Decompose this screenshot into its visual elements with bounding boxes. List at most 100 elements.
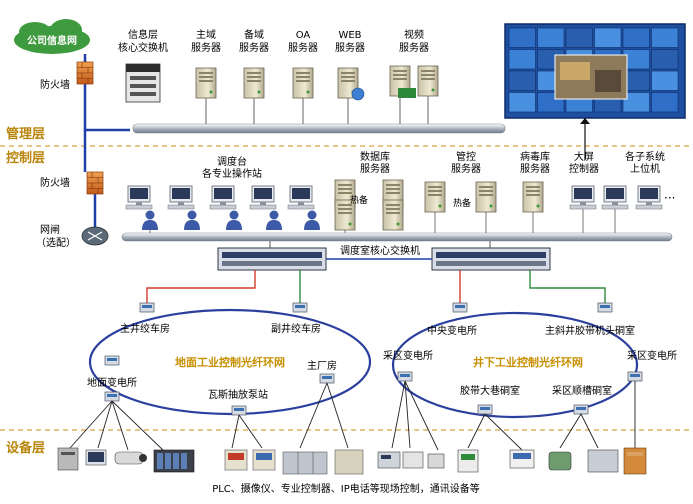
virus-server-label-2: 服务器	[520, 162, 550, 175]
server-oa-label-2: 服务器	[288, 41, 318, 54]
operator-icon	[304, 210, 320, 230]
meter-icon	[548, 451, 572, 471]
video-wall-tile	[651, 70, 679, 91]
ring-switch-icon	[231, 405, 247, 416]
firewall-icon	[76, 61, 94, 85]
controller-panel-icon	[252, 449, 276, 471]
server-domain	[195, 67, 217, 124]
core-switch-right	[431, 247, 551, 271]
server-oa-label-1: OA	[296, 30, 311, 41]
monitor-icon	[209, 185, 237, 210]
server-icon	[522, 181, 544, 213]
video-wall-tile	[594, 27, 622, 48]
screen-controller-label-2: 控制器	[569, 162, 599, 175]
uplink-green	[529, 270, 606, 303]
db-server-label-1: 数据库	[360, 150, 390, 163]
video-wall-tile	[508, 92, 536, 113]
device-drop-lines	[69, 380, 636, 453]
surface-ring-label: 地面工业控制光纤环网	[175, 355, 285, 369]
cloud-icon	[14, 19, 90, 54]
ip-phone-icon	[377, 451, 401, 469]
video-wall-tile	[508, 70, 536, 91]
dispatch-label-2: 各专业操作站	[202, 167, 262, 180]
server-web-label-2: 服务器	[335, 41, 365, 54]
ring-switch-icon	[477, 404, 493, 415]
ring-switch-icon	[452, 302, 468, 313]
control-layer-label: 控制层	[6, 150, 45, 166]
ring-switch-icon	[627, 371, 643, 382]
server-backup	[243, 67, 265, 124]
underground-ring-label: 井下工业控制光纤环网	[473, 355, 583, 369]
firewall-mid-label: 防火墙	[40, 176, 70, 189]
ring-switch-icon	[104, 355, 120, 366]
server-backup-label-2: 服务器	[239, 41, 269, 54]
plc-icon	[57, 447, 79, 471]
video-wall-tile	[622, 27, 650, 48]
more-ellipsis: ···	[664, 191, 675, 205]
video-wall	[504, 23, 686, 119]
info-core-switch-icon	[125, 63, 161, 103]
node-gas-pump-label: 瓦斯抽放泵站	[208, 388, 268, 401]
monitor-icon	[125, 185, 153, 210]
info-switch-label-1: 信息层	[128, 28, 158, 41]
info-switch-label-2: 核心交换机	[118, 41, 168, 54]
uplink-red	[146, 270, 256, 303]
ring-switch-icon	[573, 404, 589, 415]
surface-ring	[88, 308, 372, 416]
operator-icon	[226, 210, 242, 230]
ring-switch-icon	[104, 391, 120, 402]
gateway-icon	[81, 226, 109, 246]
screen-controller-label-1: 大屏	[574, 150, 594, 163]
node-main-plant-label: 主厂房	[307, 359, 337, 372]
camera-icon	[398, 88, 416, 98]
server-web-label-1: WEB	[338, 30, 361, 41]
monitor-icon	[249, 185, 277, 210]
monitor-icon	[287, 185, 315, 210]
video-wall-tile	[622, 92, 650, 113]
gateway-label-2: （选配）	[36, 236, 76, 249]
server-backup-label-1: 备域	[244, 28, 264, 41]
server-video-label-1: 视频	[404, 28, 424, 41]
server-video-label-2: 服务器	[399, 41, 429, 54]
cabinet-icon	[587, 449, 619, 473]
management-bus	[132, 123, 506, 134]
server-domain-label-2: 服务器	[191, 41, 221, 54]
node-aux-winch-label: 副井绞车房	[271, 322, 321, 335]
node-substation-label: 地面变电所	[87, 376, 137, 389]
video-wall-tile	[537, 27, 565, 48]
video-wall-tile	[508, 49, 536, 70]
globe-icon	[351, 87, 365, 101]
monitor-icon	[601, 185, 629, 210]
gateway-label-1: 网闸	[40, 223, 60, 236]
control-server-label-2: 服务器	[451, 162, 481, 175]
subsystem-label-1: 各子系统	[625, 150, 665, 163]
device-layer-label: 设备层	[6, 440, 45, 456]
controller-panel-icon	[457, 449, 479, 473]
ip-phone-icon	[402, 451, 424, 469]
control-bus	[121, 232, 673, 242]
server-oa	[292, 67, 314, 124]
controller-rack-icon	[153, 449, 195, 473]
video-wall-tile	[651, 92, 679, 113]
device-row	[57, 447, 647, 475]
ring-switch-icon	[139, 302, 155, 313]
operator-station-2	[167, 185, 200, 230]
devices-caption: PLC、摄像仪、专业控制器、IP电话等现场控制，通讯设备等	[212, 482, 480, 495]
ring-switch-icon	[597, 302, 613, 313]
hot-backup-label-2: 热备	[453, 197, 471, 209]
server-icon	[243, 67, 265, 99]
monitor-icon	[167, 185, 195, 210]
operator-icon	[266, 210, 282, 230]
node-mining-sub-2-label: 采区变电所	[627, 349, 677, 362]
node-central-sub-label: 中央变电所	[427, 324, 477, 337]
sensor-icon	[427, 453, 445, 469]
control-server-label-1: 管控	[456, 150, 476, 163]
video-wall-tile	[651, 49, 679, 70]
controller-panel-icon	[224, 449, 248, 471]
server-icon	[475, 181, 497, 213]
server-domain-label-1: 主域	[196, 28, 216, 41]
core-switch-left	[217, 247, 327, 271]
subsystem-label-2: 上位机	[630, 162, 660, 175]
underground-ring	[391, 311, 639, 419]
